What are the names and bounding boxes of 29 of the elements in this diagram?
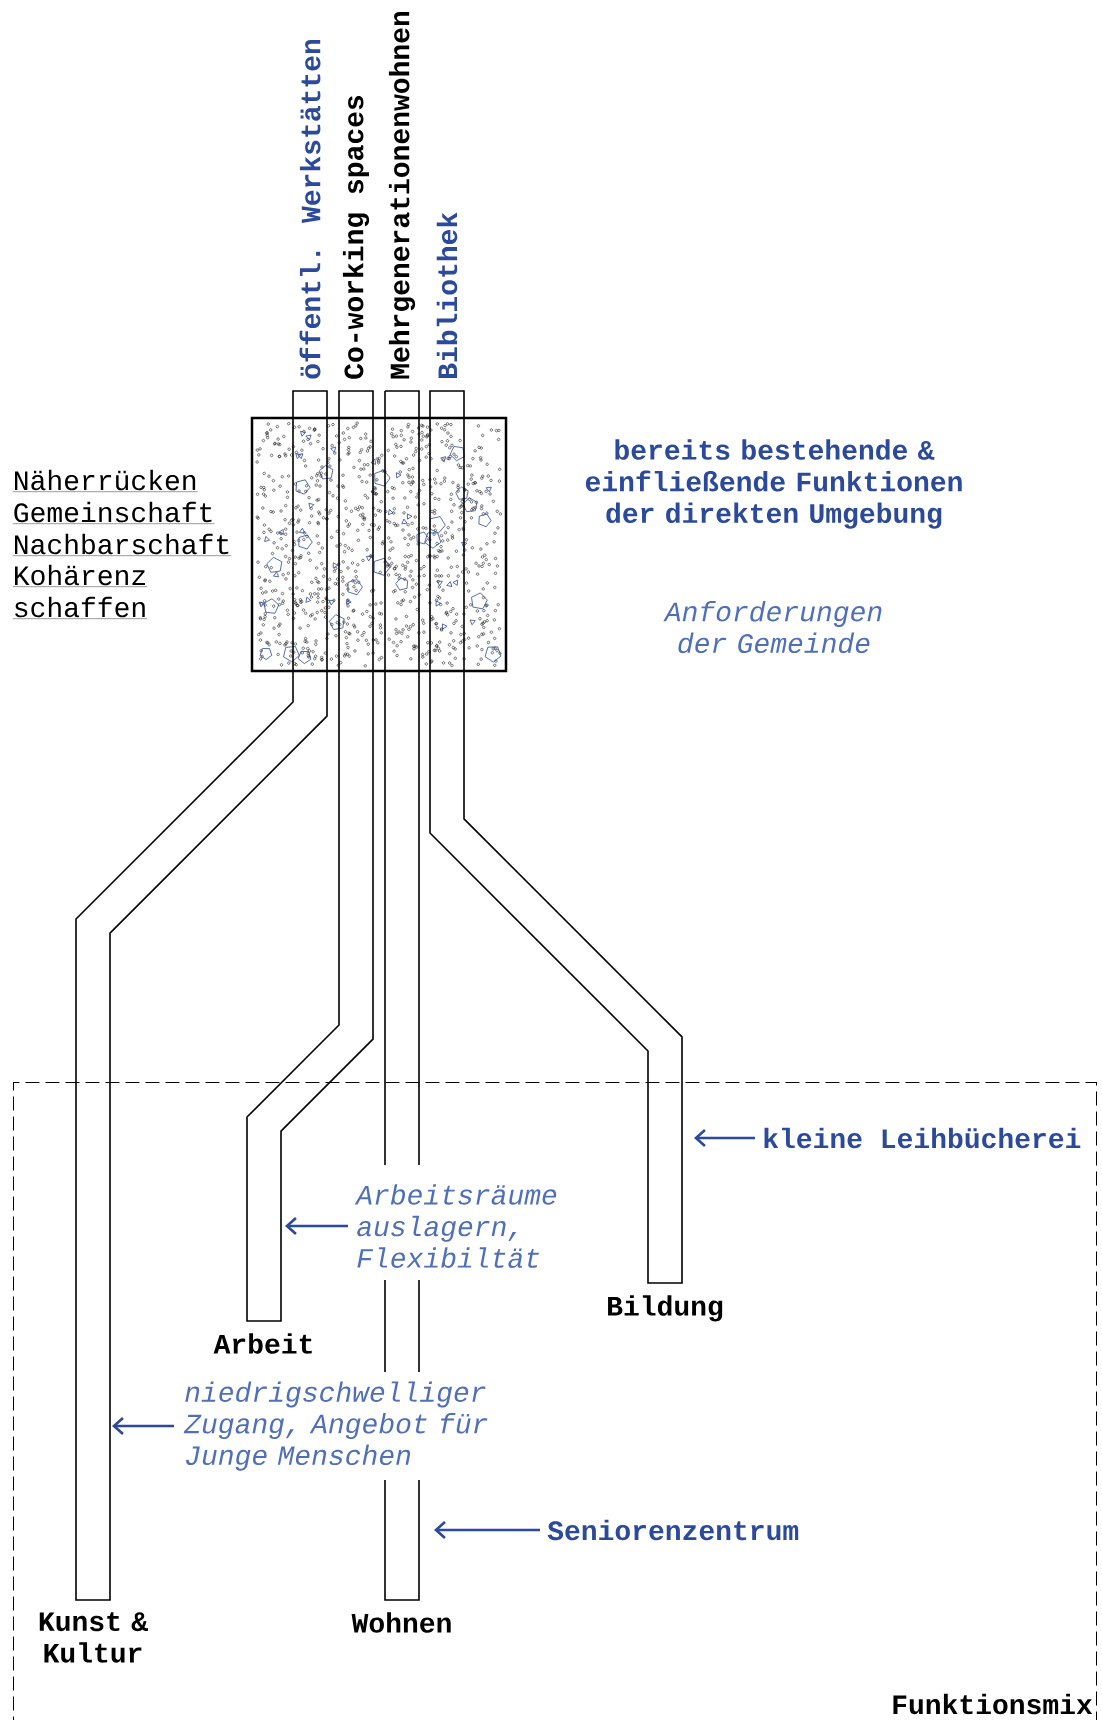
function-label: Bildung xyxy=(608,1295,723,1322)
tube xyxy=(75,390,328,1601)
underlined-text: Gemeinschaft xyxy=(12,501,215,524)
function-label: Kunst & Kultur xyxy=(39,1612,148,1663)
underlined-text: Näherrücken xyxy=(12,469,198,492)
arrow xyxy=(434,1521,540,1539)
underlined-text: schaffen xyxy=(12,596,148,619)
tube xyxy=(246,390,374,1322)
vertical-label: Mehrgenerationenwohnen xyxy=(388,11,416,379)
vertical-label: Bibliothek xyxy=(436,212,458,378)
annotation-text: niedrigschwelliger Zugang, Angebot für Junge Menschen xyxy=(183,1381,488,1471)
tube xyxy=(429,390,683,1284)
note-text: bereits bestehende & einfließende Funktionen der direkten Umgebung xyxy=(585,439,962,529)
tube xyxy=(384,390,420,1601)
vertical-label: Co-working spaces xyxy=(342,95,370,379)
textured-box xyxy=(250,416,508,673)
annotation-text: kleine Leihbücherei xyxy=(764,1127,1081,1149)
function-label: Wohnen xyxy=(351,1612,451,1633)
note-text: Anforderungen der Gemeinde xyxy=(663,600,882,654)
arrow xyxy=(285,1217,348,1235)
arrow xyxy=(112,1417,174,1435)
vertical-label: öffentl. Werkstätten xyxy=(299,39,321,379)
underlined-text: Nachbarschaft xyxy=(12,533,232,556)
annotation-text: Seniorenzentrum xyxy=(547,1519,799,1541)
annotation-text: Arbeitsräume auslagern, Flexibiltät xyxy=(354,1184,557,1268)
frame-heading: Funktionsmix xyxy=(893,1693,1093,1715)
underlined-text: Kohärenz xyxy=(12,564,148,587)
arrow xyxy=(694,1129,755,1147)
function-label: Arbeit xyxy=(213,1333,312,1354)
